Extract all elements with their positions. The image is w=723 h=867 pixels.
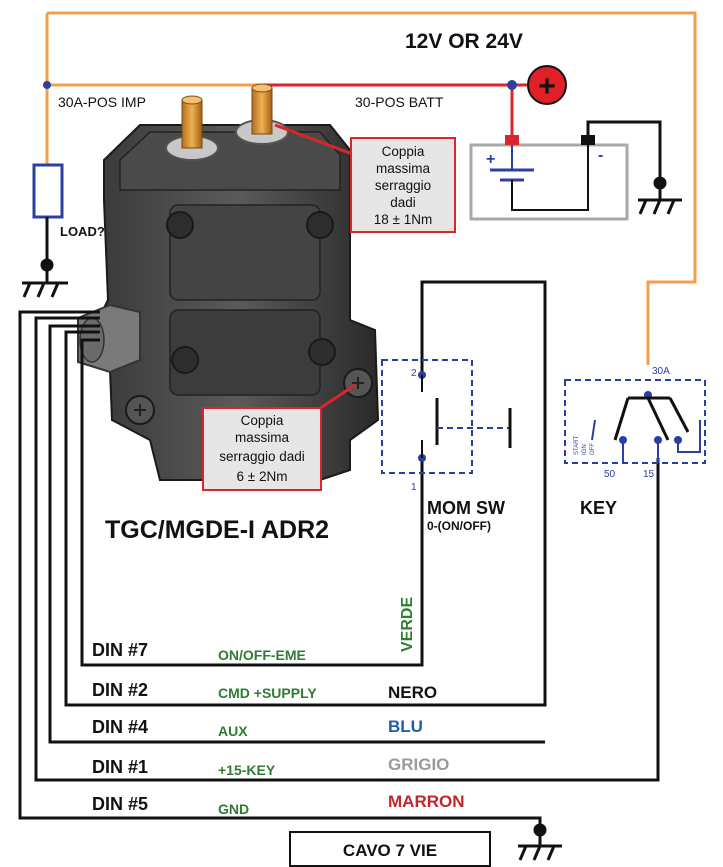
verde-label: VERDE bbox=[399, 597, 416, 652]
pos-imp-label: 30A-POS IMP bbox=[58, 94, 146, 110]
din-label: DIN #7 bbox=[92, 640, 148, 660]
battery-plus-label: + bbox=[486, 151, 495, 168]
torque-pointer-1 bbox=[274, 123, 356, 157]
torque-note-2-line: 6 ± 2Nm bbox=[237, 469, 288, 484]
key-pos-ign: IGN bbox=[582, 444, 588, 455]
wire-function: AUX bbox=[218, 723, 248, 739]
din-label: DIN #1 bbox=[92, 757, 148, 777]
mom-sw-pin-top: 2 bbox=[411, 368, 417, 379]
wire-function: ON/OFF-EME bbox=[218, 647, 306, 663]
key-switch bbox=[564, 379, 706, 464]
key-pos-off: OFF bbox=[590, 443, 596, 455]
load-label: LOAD? bbox=[60, 224, 105, 239]
mom-sw-pin-bottom: 1 bbox=[411, 482, 417, 493]
torque-note-terminals: Coppia massima serraggio dadi 18 ± 1Nm bbox=[350, 137, 456, 233]
wire-color-name: MARRON bbox=[388, 792, 465, 811]
positive-supply-symbol: + bbox=[538, 70, 556, 103]
torque-note-1-line: massima bbox=[376, 161, 430, 176]
load-ground-icon bbox=[22, 258, 68, 298]
harness-wires bbox=[18, 280, 660, 830]
battery-box bbox=[469, 135, 629, 221]
supply-label: 12V OR 24V bbox=[405, 30, 523, 53]
device-name: TGC/MGDE-I ADR2 bbox=[105, 516, 329, 544]
key-pos-start: START bbox=[574, 436, 580, 455]
key-pin-15: 15 bbox=[643, 469, 655, 480]
wire-row-din4: DIN #4 AUX BLU bbox=[92, 717, 423, 739]
torque-note-1-line: serraggio bbox=[375, 178, 431, 193]
key-pin-30a: 30A bbox=[652, 366, 670, 377]
battery-minus-label: - bbox=[598, 147, 603, 164]
torque-note-bolts: Coppia massima serraggio dadi 6 ± 2Nm bbox=[202, 407, 322, 491]
wire-row-din1: DIN #1 +15-KEY GRIGIO bbox=[92, 755, 449, 778]
torque-note-1-line: 18 ± 1Nm bbox=[374, 212, 432, 227]
key-label: KEY bbox=[580, 498, 617, 518]
torque-note-2-line: massima bbox=[235, 430, 289, 445]
pos-batt-label: 30-POS BATT bbox=[355, 94, 444, 110]
wire-function: +15-KEY bbox=[218, 762, 276, 778]
wire-row-din2: DIN #2 CMD +SUPPLY NERO bbox=[92, 680, 437, 702]
battery-junction-dot bbox=[507, 80, 517, 90]
din-label: DIN #2 bbox=[92, 680, 148, 700]
wire-row-din7: DIN #7 ON/OFF-EME bbox=[92, 640, 306, 663]
mom-sw-label: MOM SW bbox=[427, 498, 505, 518]
wire-row-din5: DIN #5 GND MARRON bbox=[92, 792, 465, 817]
wire-function: GND bbox=[218, 801, 249, 817]
torque-note-2-line: Coppia bbox=[241, 413, 284, 428]
torque-note-2-line: serraggio dadi bbox=[219, 449, 305, 464]
momentary-switch bbox=[381, 359, 512, 474]
cable-label: CAVO 7 VIE bbox=[343, 841, 437, 860]
battery-negative-wire bbox=[586, 120, 662, 183]
key-pin-50: 50 bbox=[604, 469, 616, 480]
mom-sw-sublabel: 0-(ON/OFF) bbox=[427, 519, 491, 533]
harness-ground-icon bbox=[518, 823, 562, 861]
wire-function: CMD +SUPPLY bbox=[218, 685, 317, 701]
wire-color-name: GRIGIO bbox=[388, 755, 449, 774]
wire-color-name: BLU bbox=[388, 717, 423, 736]
battery-ground-icon bbox=[638, 176, 682, 215]
wire-color-name: NERO bbox=[388, 683, 437, 702]
junction-dot bbox=[43, 81, 51, 89]
torque-note-1-line: Coppia bbox=[382, 144, 425, 159]
torque-note-1-line: dadi bbox=[390, 195, 416, 210]
load-resistor bbox=[32, 163, 64, 265]
din-label: DIN #5 bbox=[92, 794, 148, 814]
cable-label-box: CAVO 7 VIE bbox=[289, 831, 491, 867]
din-label: DIN #4 bbox=[92, 717, 148, 737]
positive-supply-icon: + bbox=[527, 65, 567, 105]
